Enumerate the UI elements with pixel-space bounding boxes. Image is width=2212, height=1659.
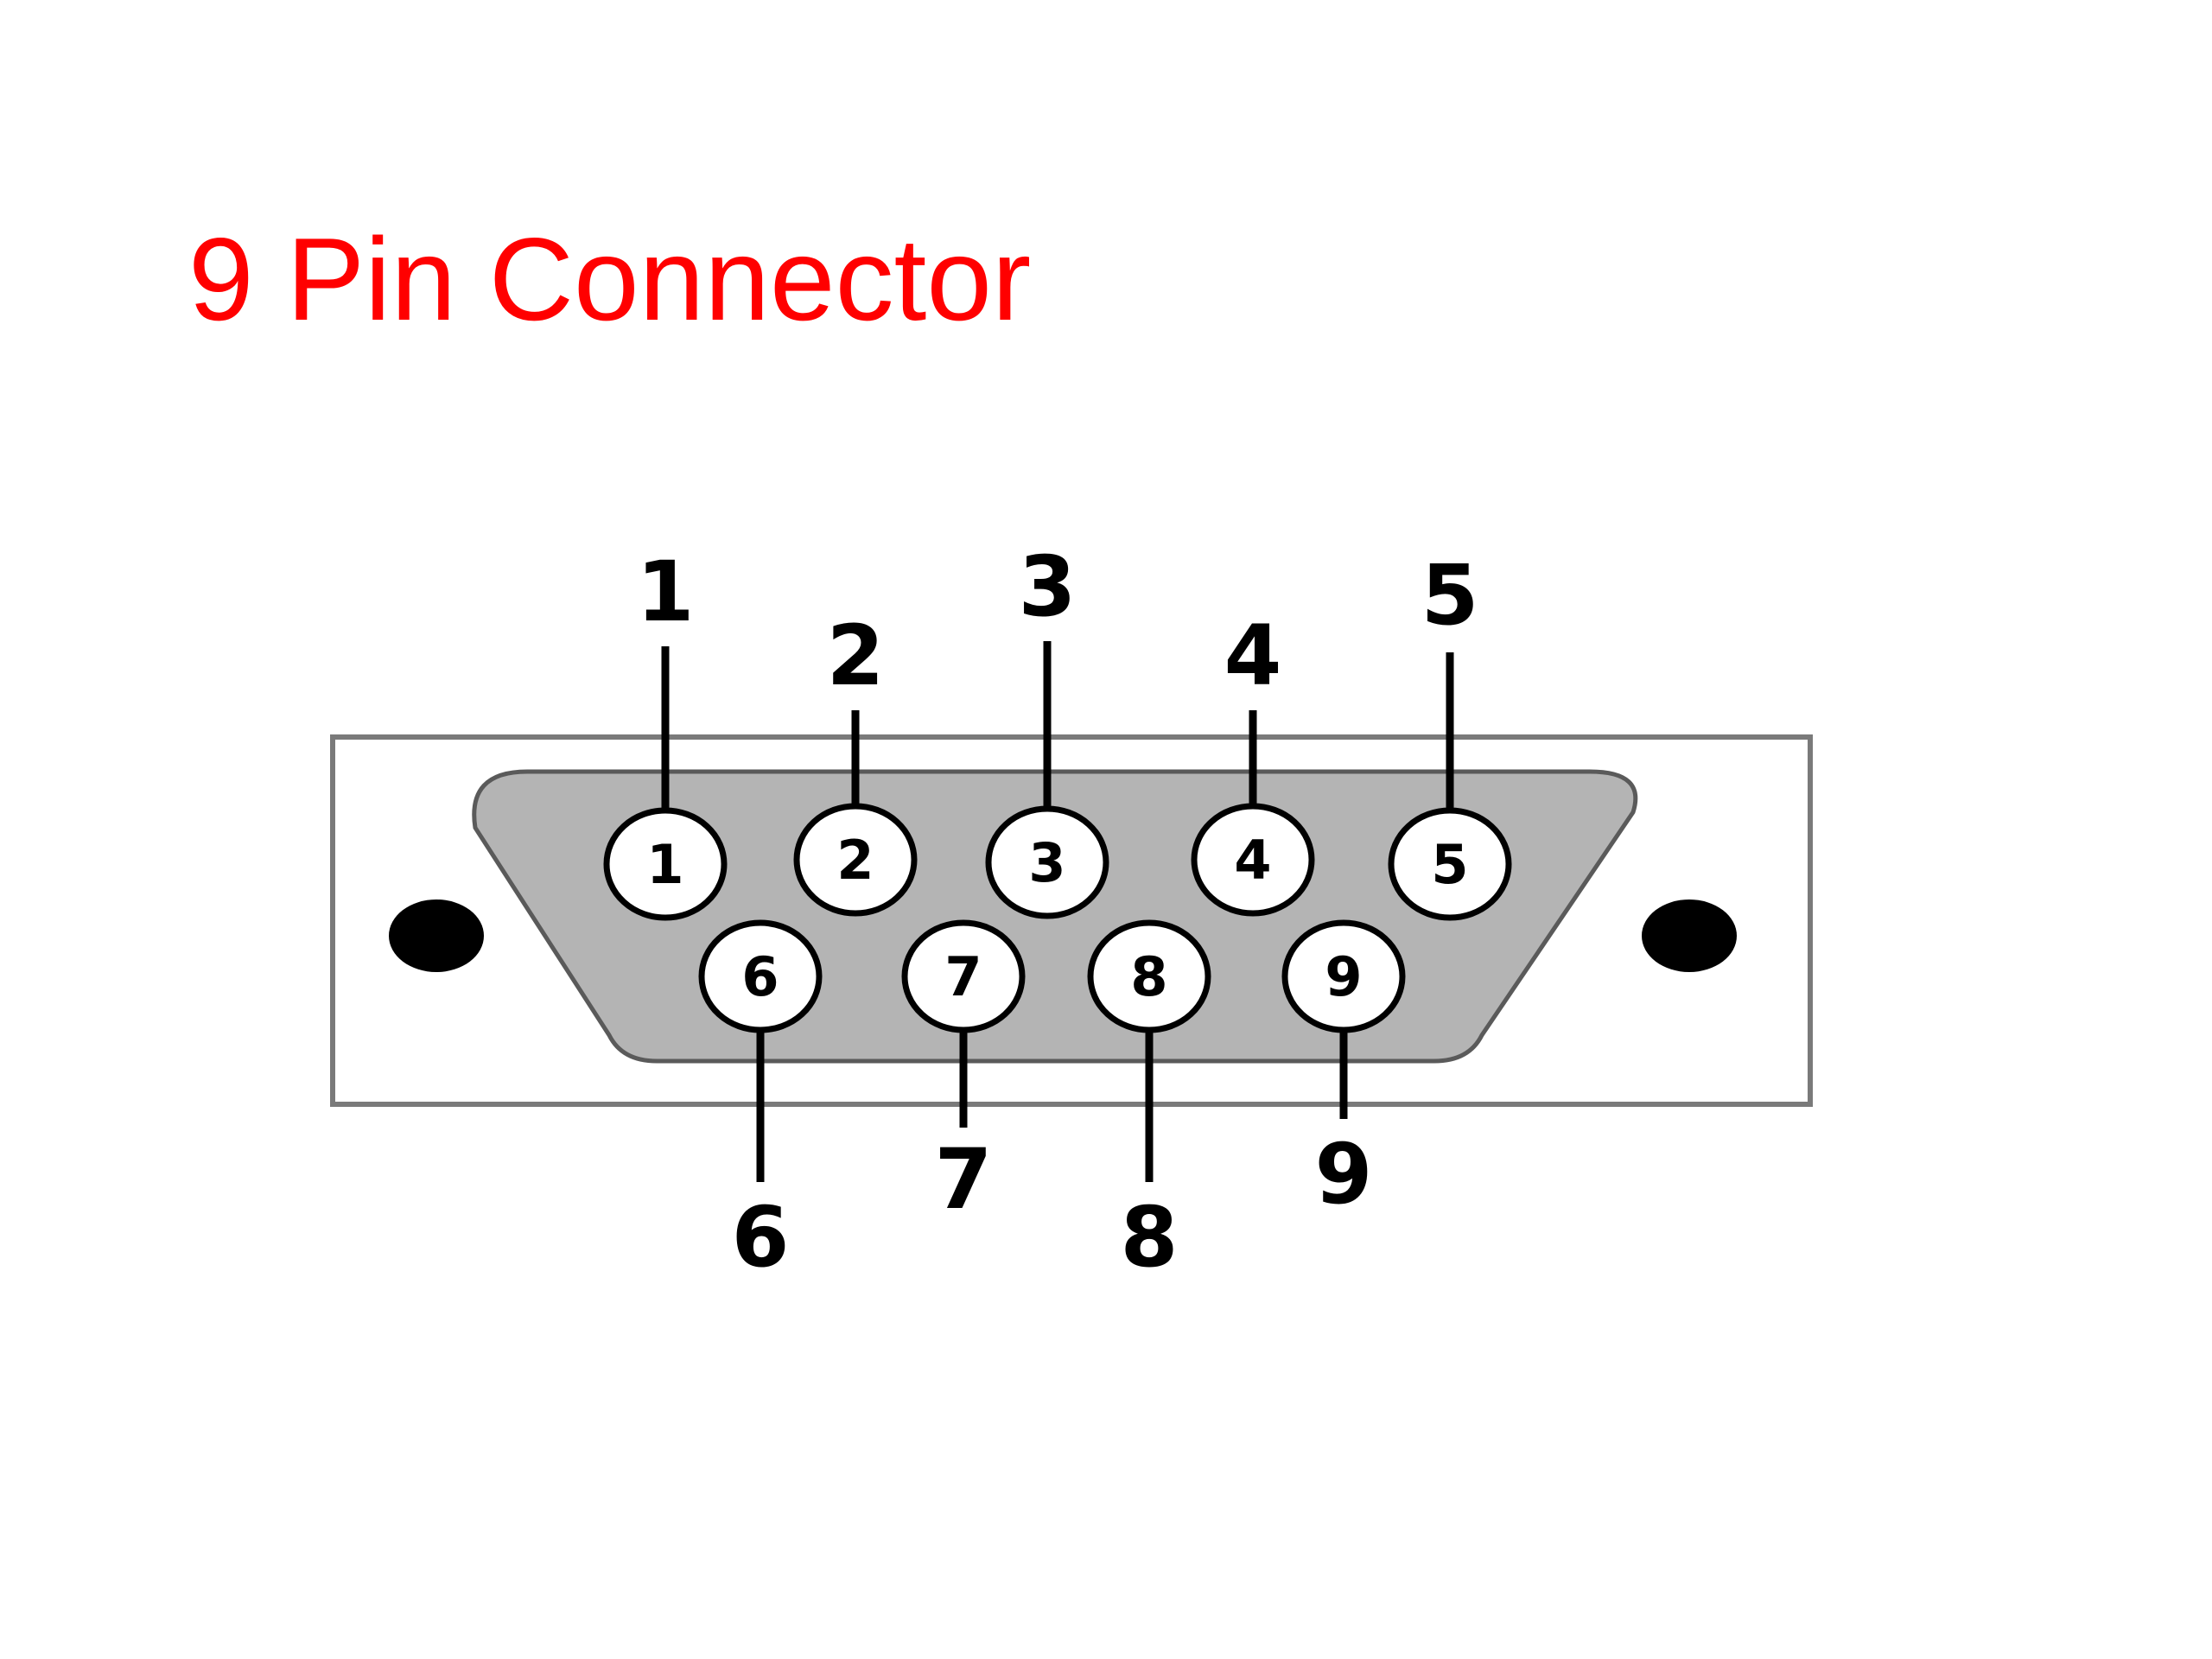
pin-label: 3 [1019, 538, 1077, 635]
pin-label: 4 [1224, 607, 1282, 704]
pin-5: 55 [1388, 547, 1512, 921]
pin-number: 6 [741, 945, 779, 1008]
pin-socket [1281, 919, 1406, 1033]
pin-socket [1388, 807, 1512, 921]
pin-socket [985, 805, 1109, 919]
mounting-hole-right [1642, 899, 1737, 972]
pin-socket [698, 919, 823, 1033]
pin-label: 7 [935, 1131, 993, 1228]
pin-label: 1 [637, 543, 695, 640]
pin-3: 33 [985, 538, 1109, 919]
pin-socket [603, 807, 728, 921]
pin-number: 2 [836, 829, 874, 892]
pin-socket [793, 803, 918, 917]
pin-7: 77 [901, 919, 1026, 1228]
pin-label: 5 [1421, 547, 1479, 644]
pin-number: 3 [1028, 831, 1065, 894]
pin-2: 22 [793, 607, 918, 917]
pin-1: 11 [603, 543, 728, 921]
pin-label: 6 [732, 1189, 790, 1286]
pin-4: 44 [1191, 607, 1315, 917]
pin-label: 9 [1315, 1126, 1373, 1223]
pin-label: 2 [827, 607, 885, 704]
pin-number: 4 [1234, 829, 1271, 892]
mounting-hole-left [389, 899, 484, 972]
pin-socket [901, 919, 1026, 1033]
pin-number: 7 [944, 945, 982, 1008]
pin-6: 66 [698, 919, 823, 1286]
pin-9: 99 [1281, 919, 1406, 1223]
pin-number: 5 [1431, 833, 1468, 896]
slide-title: 9 Pin Connector [188, 213, 1032, 345]
pin-number: 1 [646, 833, 683, 896]
pin-socket [1191, 803, 1315, 917]
pin-label: 8 [1121, 1189, 1179, 1286]
pin-8: 88 [1087, 919, 1211, 1286]
pin-socket [1087, 919, 1211, 1033]
pin-number: 8 [1130, 945, 1167, 1008]
pin-number: 9 [1325, 945, 1362, 1008]
